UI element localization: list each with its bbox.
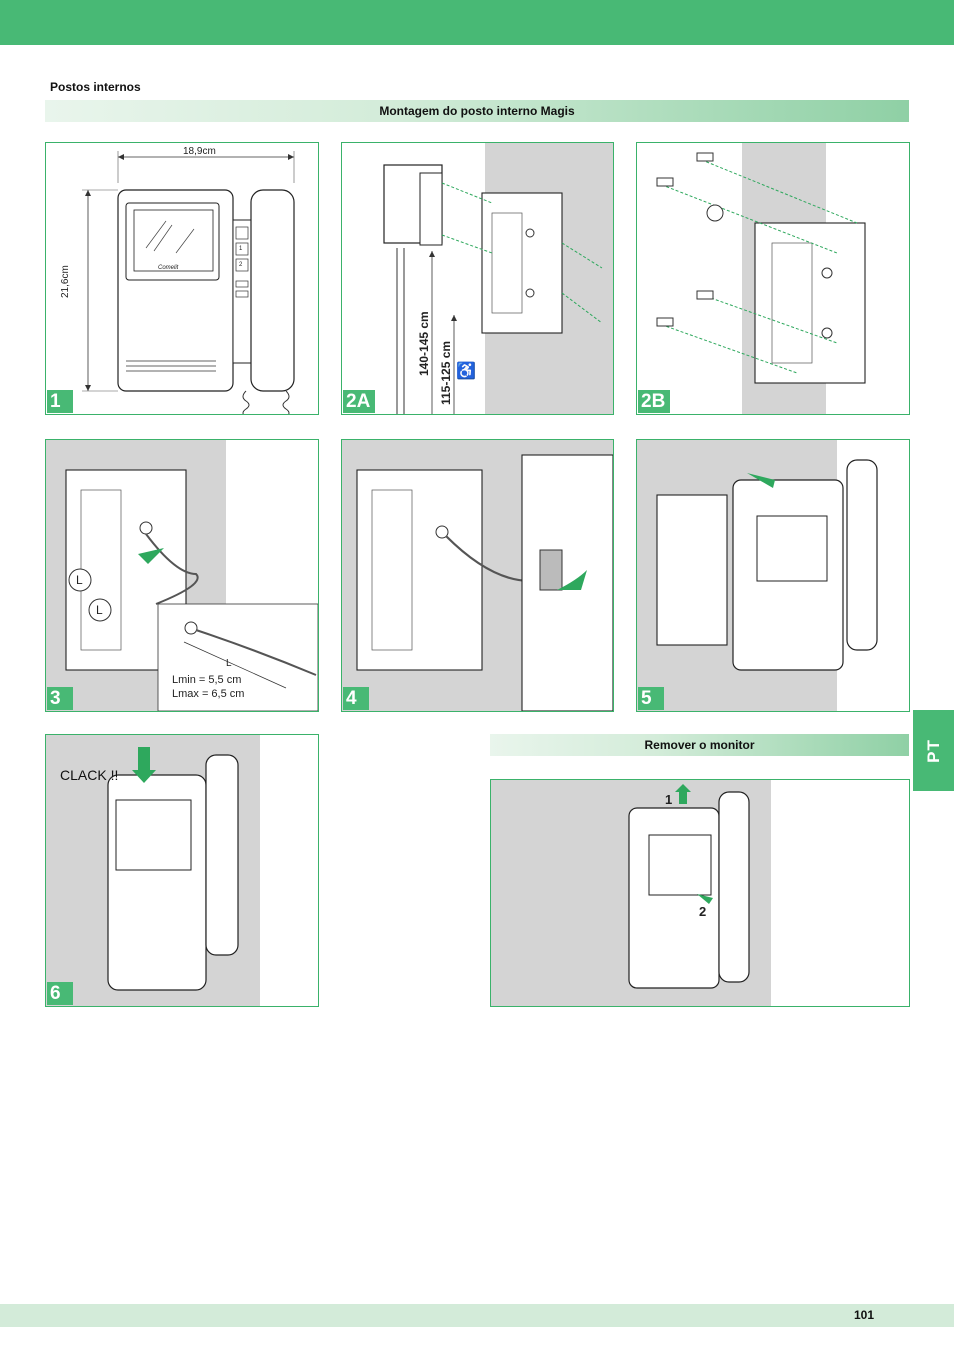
plate-screws-illustration — [656, 143, 866, 414]
button-1-label: 1 — [239, 246, 243, 252]
length-marker-l3: L — [226, 658, 232, 669]
step-badge-1: 1 — [47, 390, 73, 413]
mounting-height-label: 140-145 cm — [417, 311, 431, 376]
section-title: Postos internos — [50, 80, 141, 94]
step-badge-3: 3 — [47, 687, 73, 710]
remove-step-1-label: 1 — [665, 792, 673, 807]
width-label: 18,9cm — [183, 146, 216, 157]
min-length-label: Lmin = 5,5 cm — [172, 674, 242, 686]
step-badge-6: 6 — [47, 982, 73, 1005]
panel-2b-plate-screws: 2B — [636, 142, 910, 415]
panel-remove-monitor: 1 2 — [490, 779, 910, 1007]
language-tab-label: PT — [923, 738, 943, 763]
monitor-dimensions-illustration — [82, 151, 295, 414]
button-2-label: 2 — [239, 262, 243, 268]
length-marker-l2: L — [96, 603, 103, 617]
language-tab: PT — [913, 710, 954, 791]
wheelchair-icon: ♿ — [456, 363, 476, 380]
panel-5-attach-monitor: 5 — [636, 439, 910, 712]
brand-logo: Comelit — [158, 265, 179, 271]
remove-heading-bar: Remover o monitor — [490, 734, 909, 756]
remove-step-2-label: 2 — [699, 904, 707, 919]
attach-monitor-illustration — [637, 440, 878, 711]
step-badge-4: 4 — [343, 687, 369, 710]
panel-6-snap-monitor: CLACK !! 6 — [45, 734, 319, 1007]
panel-1-dimensions: 18,9cm 21,6cm Comelit 1 2 1 — [45, 142, 319, 415]
panel-4-connect-wires: 4 — [341, 439, 614, 712]
connect-wires-illustration — [342, 440, 613, 711]
remove-monitor-illustration — [491, 780, 771, 1006]
step-badge-2a: 2A — [343, 390, 375, 413]
accessible-height-label: 115-125 cm — [439, 340, 453, 405]
footer-bar: 101 — [0, 1304, 954, 1327]
step-badge-2b: 2B — [638, 390, 670, 413]
panel-3-cable-length: L L L Lmin = 5,5 cm Lmax = 6,5 cm 3 — [45, 439, 319, 712]
top-banner — [0, 0, 954, 45]
height-label: 21,6cm — [60, 265, 71, 298]
page-number: 101 — [853, 1308, 874, 1322]
cable-length-illustration — [46, 440, 318, 711]
length-marker-l1: L — [76, 573, 83, 587]
wall-box-illustration — [383, 143, 613, 414]
max-length-label: Lmax = 6,5 cm — [172, 688, 245, 700]
snap-monitor-illustration — [46, 735, 260, 1006]
clack-sound-label: CLACK !! — [60, 767, 119, 783]
panel-2a-box-mount: 140-145 cm 115-125 cm ♿ 2A — [341, 142, 614, 415]
mounting-heading-bar: Montagem do posto interno Magis — [45, 100, 909, 122]
step-badge-5: 5 — [638, 687, 664, 710]
